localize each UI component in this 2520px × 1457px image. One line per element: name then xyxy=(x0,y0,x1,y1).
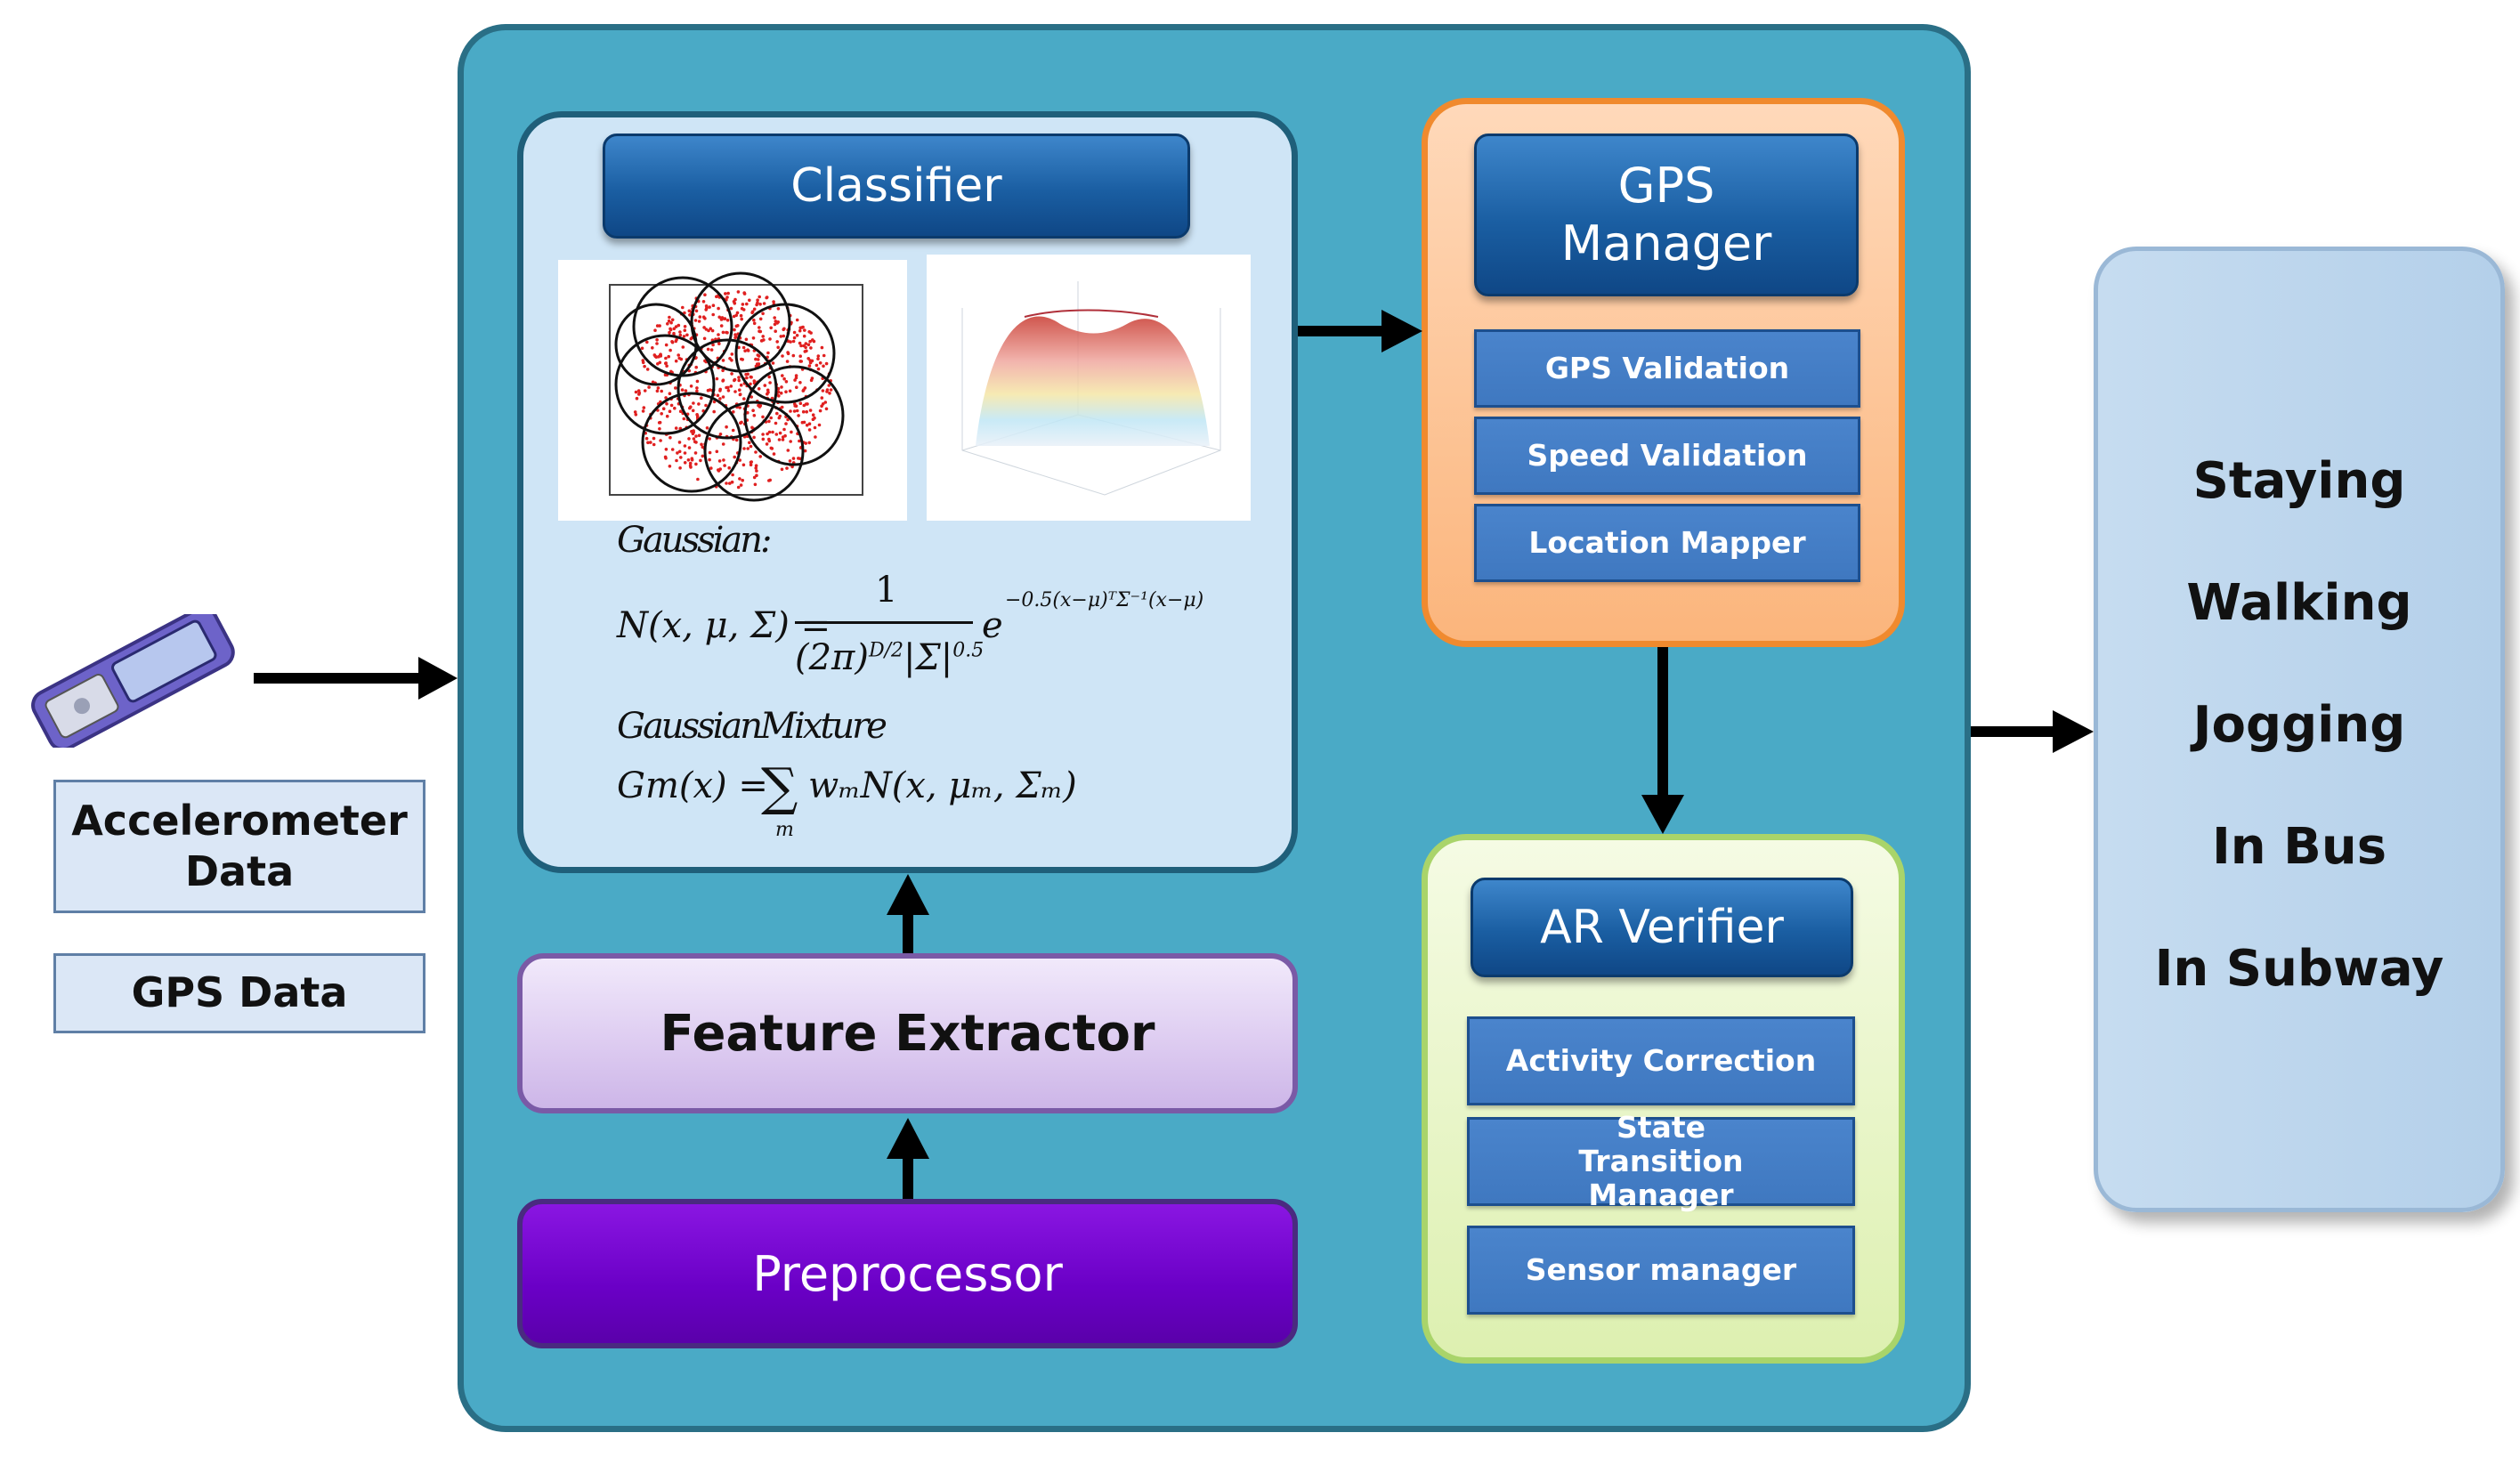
gaussian-label: Gaussian: xyxy=(617,520,772,561)
eq1-lhs: N(x, μ, Σ) = xyxy=(617,605,831,646)
gaussian-surface-plot xyxy=(927,255,1251,521)
output-jogging: Jogging xyxy=(2192,696,2406,754)
sum-symbol-icon: ∑ xyxy=(761,757,798,817)
eq1-den-det: |Σ| xyxy=(903,637,953,678)
eq1-exponent: −0.5(x−μ)ᵀΣ⁻¹(x−μ) xyxy=(1005,589,1204,611)
sensor-manager-item: Sensor manager xyxy=(1467,1226,1855,1315)
activity-correction-item: Activity Correction xyxy=(1467,1016,1855,1105)
feature-extractor-box: Feature Extractor xyxy=(517,953,1298,1113)
arrow-head xyxy=(887,874,929,915)
eq1-fraction-bar xyxy=(795,621,973,624)
arrow-head xyxy=(418,657,458,700)
state-transition-manager-item: State Transition Manager xyxy=(1467,1111,1855,1211)
eq1-den-base: (2π) xyxy=(795,637,869,678)
location-mapper-item: Location Mapper xyxy=(1474,504,1860,582)
eq2-rhs: wₘN(x, μₘ, Σₘ) xyxy=(808,765,1077,806)
gaussian-equation: N(x, μ, Σ) = 1 (2π)D/2|Σ|0.5 e −0.5(x−μ)… xyxy=(617,570,1258,703)
accelerometer-data-label: Accelerometer Data xyxy=(53,780,425,913)
gps-data-label: GPS Data xyxy=(53,953,425,1033)
preprocessor-box: Preprocessor xyxy=(517,1199,1298,1348)
eq1-numerator: 1 xyxy=(875,570,898,611)
eq1-denominator: (2π)D/2|Σ|0.5 xyxy=(795,637,984,678)
output-walking: Walking xyxy=(2186,574,2412,632)
gaussian-scatter-plot xyxy=(558,260,907,521)
eq2-lhs: Gm(x) = xyxy=(617,765,768,806)
eq1-den-det-exp: 0.5 xyxy=(952,639,985,662)
gaussian-mixture-label: GaussianMixture xyxy=(617,706,887,747)
eq1-den-exp: D/2 xyxy=(868,639,904,662)
mobile-phone-icon xyxy=(31,614,235,748)
classifier-title: Classifier xyxy=(603,134,1190,239)
output-in-bus: In Bus xyxy=(2211,818,2387,876)
gps-manager-title: GPS Manager xyxy=(1474,134,1859,296)
eq1-exp-base: e xyxy=(982,605,1003,646)
arrow-head xyxy=(1382,310,1422,352)
ar-verifier-title: AR Verifier xyxy=(1471,878,1853,977)
arrow-head xyxy=(2053,710,2094,753)
gaussian-mixture-equation: Gm(x) = ∑ m wₘN(x, μₘ, Σₘ) xyxy=(617,757,1115,854)
output-staying: Staying xyxy=(2192,452,2406,510)
output-in-subway: In Subway xyxy=(2154,940,2444,998)
activity-output-panel xyxy=(2094,247,2505,1212)
gps-validation-item: GPS Validation xyxy=(1474,329,1860,408)
arrow-head xyxy=(887,1118,929,1159)
arrow-head xyxy=(1641,795,1684,834)
eq2-sum-subscript: m xyxy=(775,819,794,841)
speed-validation-item: Speed Validation xyxy=(1474,417,1860,495)
